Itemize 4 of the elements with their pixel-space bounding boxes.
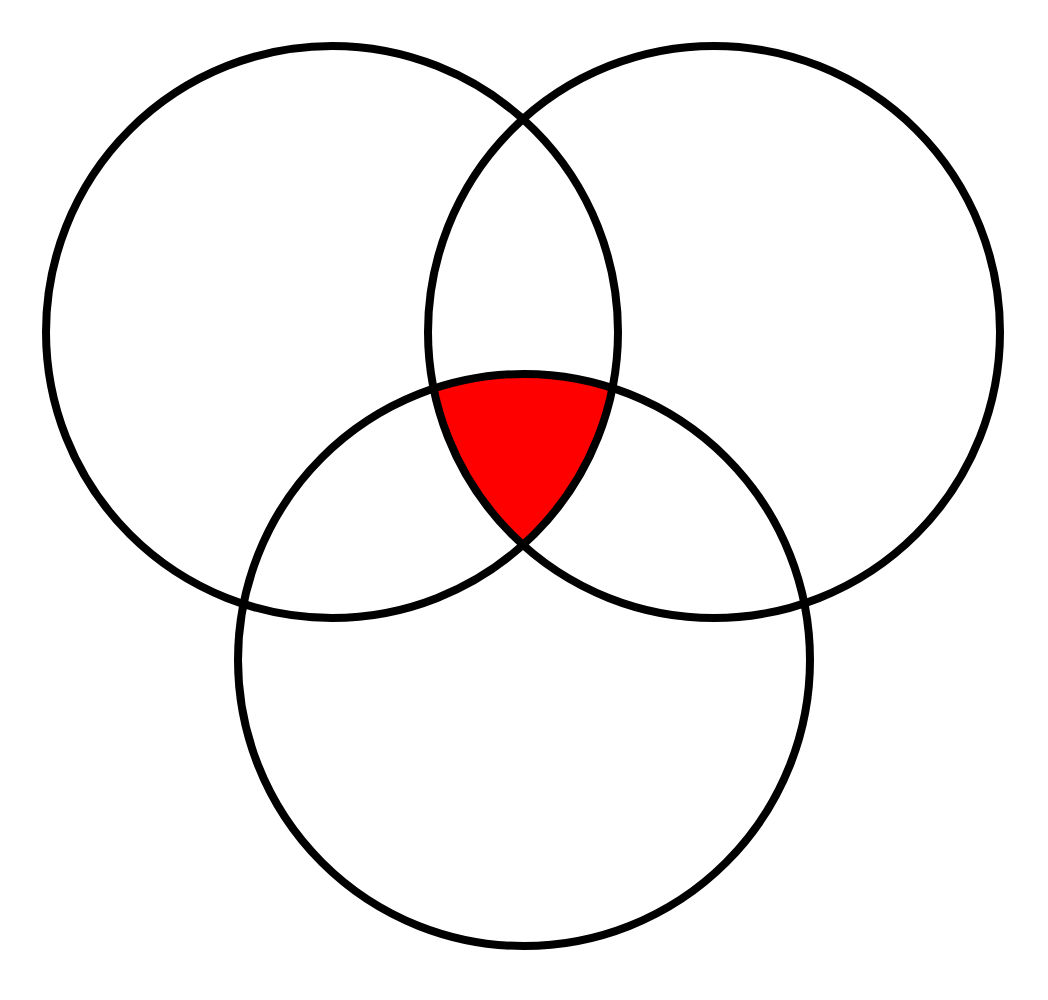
intersection-region — [433, 374, 613, 545]
venn-circle — [42, 42, 622, 622]
venn-circle — [424, 42, 1004, 622]
venn-circle — [234, 370, 814, 950]
